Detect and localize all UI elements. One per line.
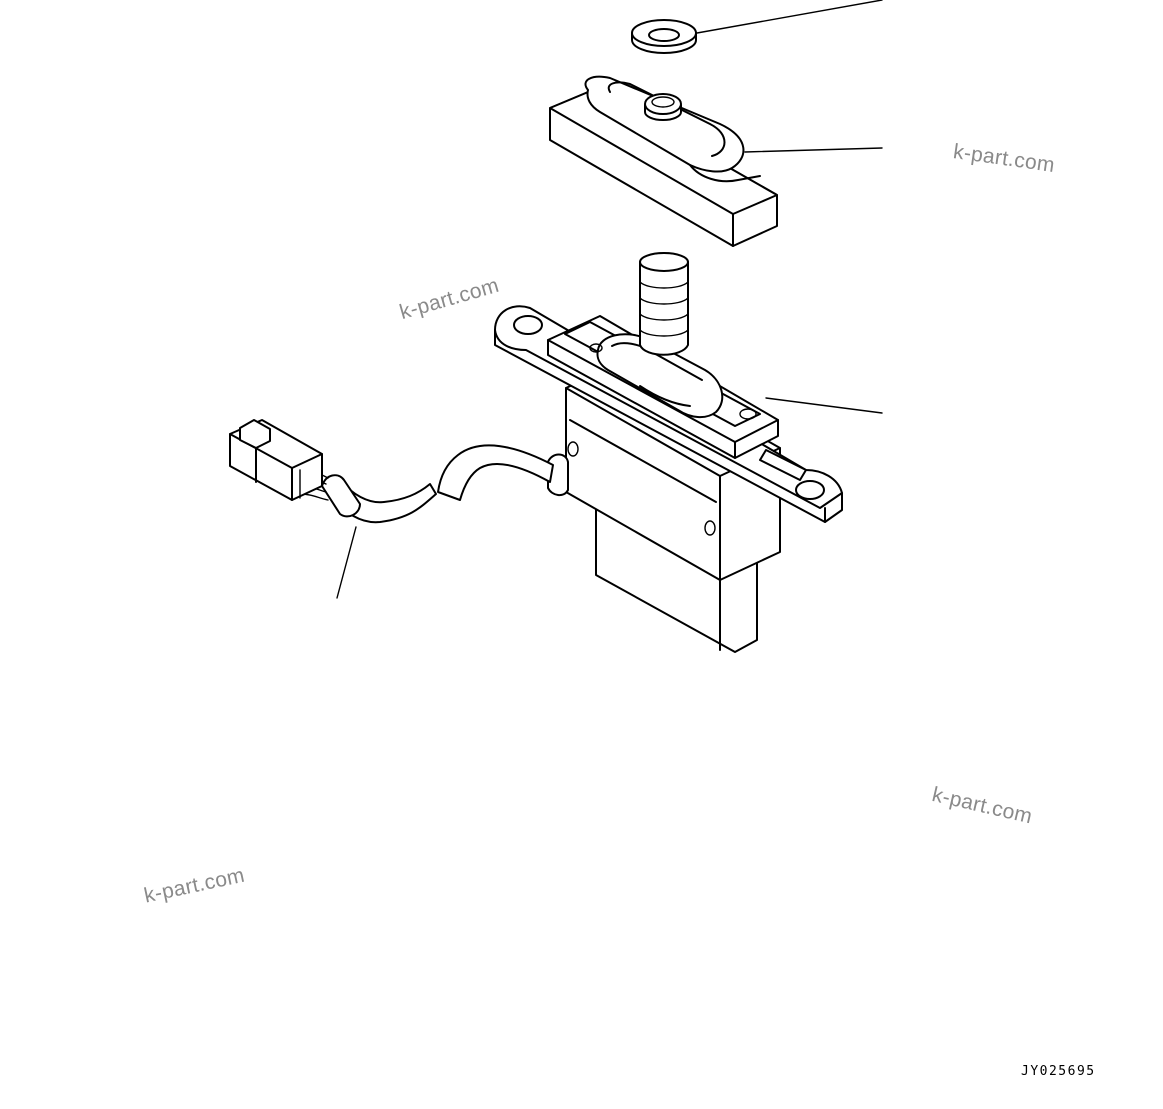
- switch-assembly: [494, 252, 843, 653]
- washer-part: [631, 19, 697, 54]
- leader-lines: [336, 0, 883, 599]
- leader-line-harness: [336, 526, 357, 599]
- leader-line-washer: [696, 0, 883, 34]
- wiring-harness-part: [229, 419, 554, 524]
- switch-cover-part: [549, 75, 778, 247]
- drawing-code: JY025695: [1021, 1064, 1096, 1079]
- leader-line-switch: [765, 397, 883, 414]
- leader-line-cover: [744, 147, 883, 153]
